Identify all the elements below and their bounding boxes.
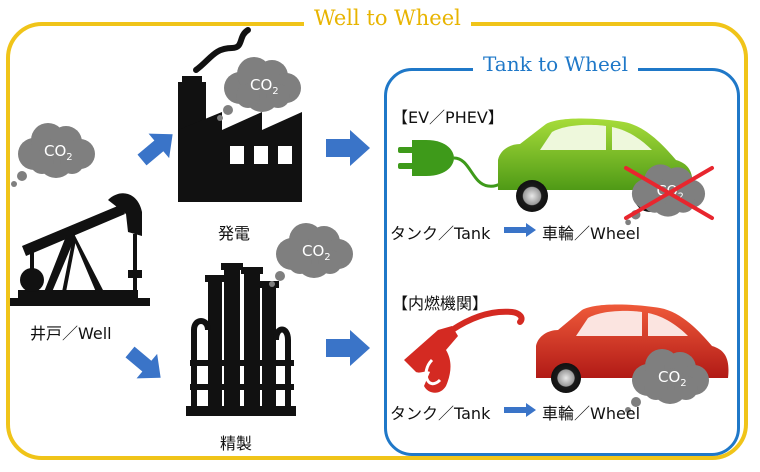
ev-car-icon [498,118,693,212]
pump-jack-icon [10,193,150,306]
ev-plug-icon [398,140,517,188]
arrow-well-to-power [137,133,173,166]
ev-section-label: 【EV／PHEV】 [392,108,504,127]
co2-text: CO2 [44,142,73,163]
co2-text: CO2 [302,242,331,263]
fuel-nozzle-icon [404,308,525,393]
power-plant-icon [178,27,302,202]
power-label: 発電 [218,224,251,243]
refinery-icon [186,263,296,416]
arrow-refinery-to-ice [326,330,370,366]
arrow-power-to-ev [326,130,370,166]
flow-arrows [125,130,536,417]
ev-wheel-label: 車輪／Wheel [542,224,641,243]
co2-text: CO2 [250,76,279,97]
co2-cloud-power: CO2 [217,57,301,121]
ice-tank-label: タンク／Tank [390,404,491,423]
co2-clouds: CO2CO2CO2CO2CO2 [11,57,709,413]
ice-wheel-label: 車輪／Wheel [542,404,641,423]
refinery-label: 精製 [220,434,253,453]
arrow-well-to-refinery [125,346,161,379]
co2-cloud-well: CO2 [11,123,95,187]
co2-cloud-ice: CO2 [625,349,709,413]
co2-cloud-refinery: CO2 [269,223,353,287]
well-to-wheel-title: Well to Wheel [304,6,471,30]
arrow-ev-tank-to-wheel [504,223,536,237]
ice-section-label: 【内燃機関】 [392,294,489,313]
tank-to-wheel-title: Tank to Wheel [473,52,639,76]
ev-tank-label: タンク／Tank [390,224,491,243]
arrow-ice-tank-to-wheel [504,403,536,417]
co2-text: CO2 [658,368,687,389]
no-emission-cross-icon [624,166,714,220]
well-label: 井戸／Well [30,324,112,343]
